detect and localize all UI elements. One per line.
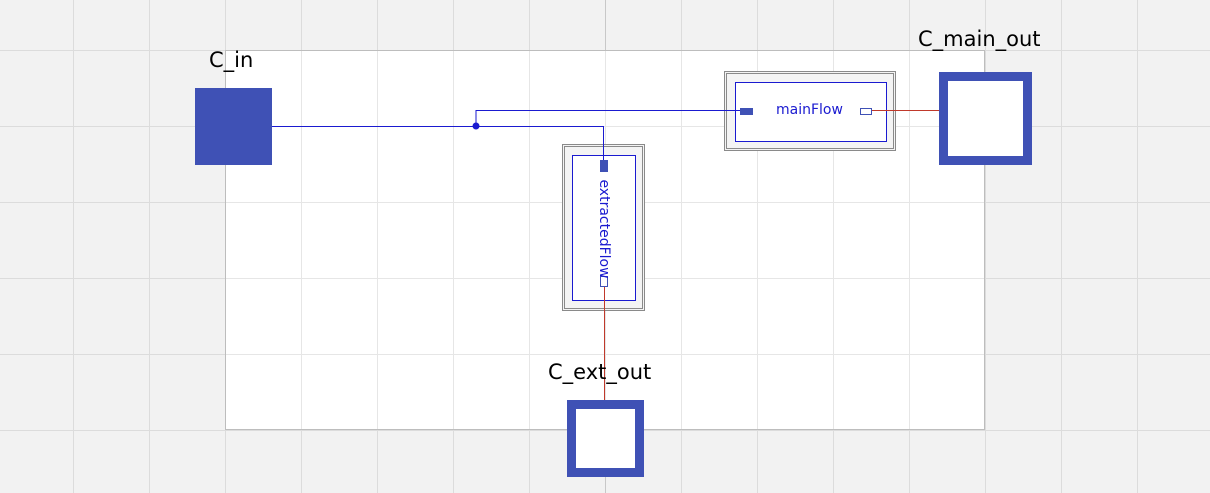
extracted-flow-outlet-connector[interactable] bbox=[600, 276, 608, 287]
c-in-label: C_in bbox=[209, 48, 254, 72]
c-main-out-label: C_main_out bbox=[918, 27, 1041, 51]
main-flow-inlet-connector[interactable] bbox=[740, 108, 753, 115]
c-ext-out-label: C_ext_out bbox=[548, 360, 652, 384]
extracted-flow-inlet-connector[interactable] bbox=[600, 160, 608, 172]
main-flow-outlet-connector[interactable] bbox=[860, 108, 872, 115]
c-in-port[interactable] bbox=[195, 88, 272, 165]
extracted-flow-label: extractedFlow bbox=[596, 179, 612, 279]
c-main-out-port[interactable] bbox=[939, 72, 1032, 165]
c-ext-out-port[interactable] bbox=[567, 400, 644, 477]
main-flow-label: mainFlow bbox=[776, 102, 843, 118]
